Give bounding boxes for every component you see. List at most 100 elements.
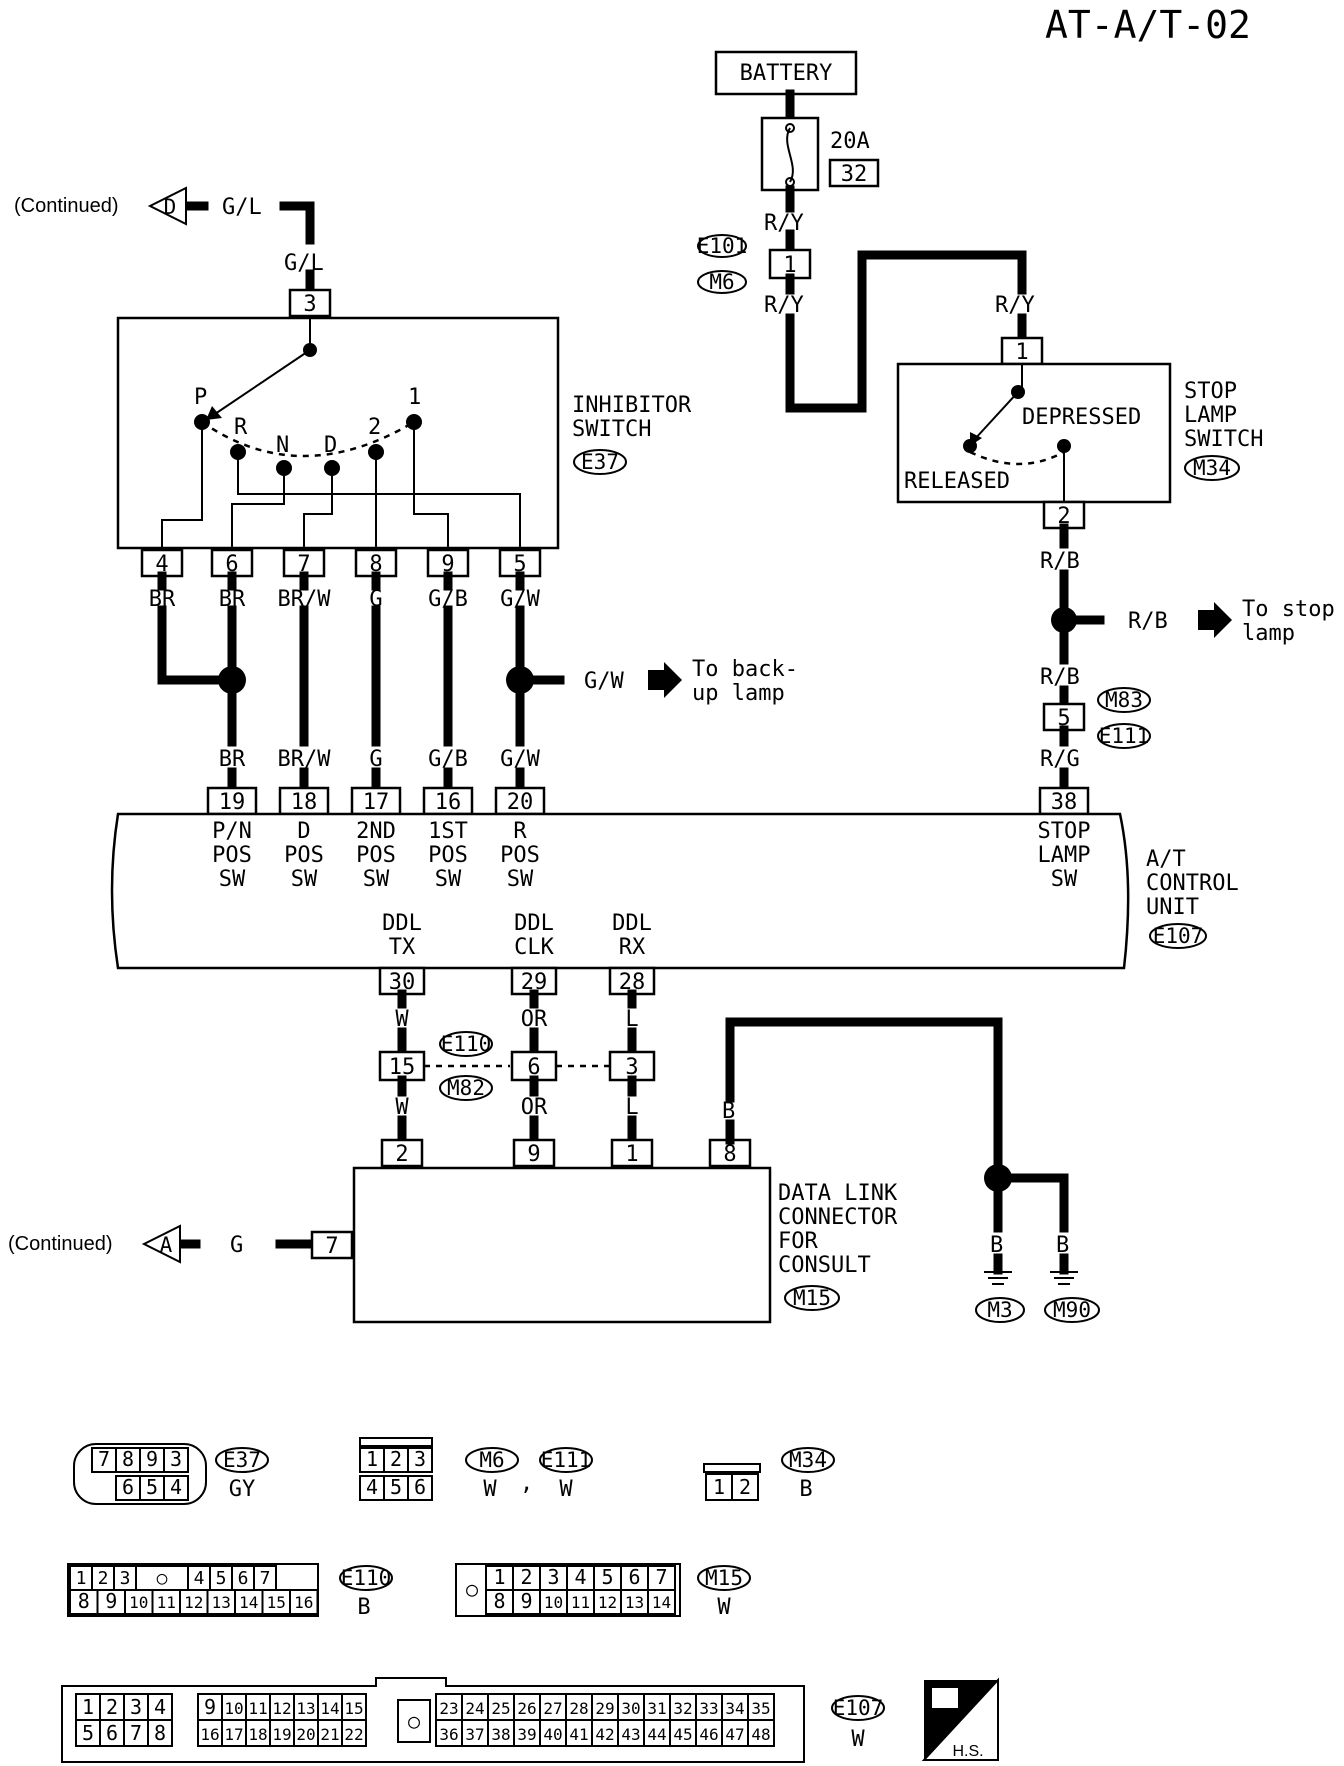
dlc-pin7: 7 (325, 1234, 338, 1259)
m6-badge (697, 270, 747, 294)
m15-badge (784, 1285, 840, 1311)
svg-text:B: B (799, 1477, 812, 1502)
dlc-name3: FOR (778, 1229, 818, 1254)
svg-text:G: G (369, 747, 382, 772)
svg-text:5: 5 (390, 1475, 402, 1499)
tcu-name3: UNIT (1146, 895, 1199, 920)
svg-text:POS: POS (500, 843, 540, 868)
svg-text:D: D (324, 433, 337, 458)
svg-text:P: P (194, 385, 207, 410)
svg-text:17: 17 (363, 790, 390, 815)
svg-text:22: 22 (344, 1725, 363, 1744)
svg-text:B: B (357, 1595, 370, 1620)
m15-id: M15 (793, 1286, 831, 1310)
e110-badge (439, 1031, 493, 1057)
svg-text:16: 16 (435, 790, 462, 815)
fuse-number: 32 (841, 162, 868, 187)
svg-text:11: 11 (157, 1593, 176, 1612)
battery-label: BATTERY (740, 61, 833, 86)
ground-m3-wire: B (990, 1233, 1003, 1258)
svg-text:10: 10 (544, 1593, 563, 1612)
svg-text:19: 19 (219, 790, 246, 815)
svg-text:L: L (625, 1007, 638, 1032)
svg-text:TX: TX (389, 935, 416, 960)
inhibitor-pin-9: 9G/B (426, 548, 470, 612)
svg-text:2ND: 2ND (356, 819, 396, 844)
svg-text:2: 2 (368, 415, 381, 440)
fuse-element (786, 127, 794, 183)
svg-text:4: 4 (366, 1475, 378, 1499)
fuse-number-box (828, 158, 880, 188)
svg-text:14: 14 (652, 1593, 671, 1612)
wire-br-a (157, 605, 225, 685)
svg-text:DDL: DDL (514, 911, 554, 936)
tcu-pin-16: G/B16 (422, 747, 474, 816)
svg-text:M34: M34 (789, 1448, 827, 1472)
m90-id: M90 (1053, 1298, 1091, 1322)
e37-id: E37 (581, 450, 619, 474)
svg-text:5: 5 (146, 1475, 158, 1499)
svg-text:24: 24 (465, 1699, 484, 1718)
m6-id: M6 (709, 270, 734, 294)
svg-text:35: 35 (751, 1699, 770, 1718)
svg-text:7: 7 (98, 1447, 110, 1471)
svg-text:21: 21 (320, 1725, 339, 1744)
wire-gl (279, 201, 315, 245)
svg-text:40: 40 (543, 1725, 562, 1744)
m83-badge (1097, 687, 1151, 713)
svg-text:W: W (851, 1727, 865, 1752)
continued-a-letter: A (160, 1233, 173, 1257)
tcu-name2: CONTROL (1146, 871, 1239, 896)
inhibitor-name2: SWITCH (572, 417, 651, 442)
svg-text:6: 6 (225, 552, 238, 577)
svg-text:15: 15 (267, 1593, 286, 1612)
svg-text:1: 1 (493, 1565, 505, 1589)
svg-text:18: 18 (248, 1725, 267, 1744)
svg-text:N: N (276, 433, 289, 458)
svg-text:6: 6 (527, 1055, 540, 1080)
inhibitor-pin-6: 6BR (210, 548, 254, 612)
wire-ry-route (785, 250, 1027, 413)
stop-switch-pin2-box (1042, 500, 1086, 530)
released-label: RELEASED (904, 469, 1010, 494)
svg-text:○: ○ (408, 1709, 420, 1733)
svg-text:11: 11 (571, 1593, 590, 1612)
e110-face-badge (339, 1565, 393, 1591)
svg-text:27: 27 (543, 1699, 562, 1718)
svg-text:3: 3 (414, 1447, 426, 1471)
stop-lamp-splice (1051, 607, 1077, 633)
dlc-name2: CONNECTOR (778, 1205, 898, 1230)
continued-d-wire: G/L (222, 195, 262, 220)
svg-text:4: 4 (574, 1565, 586, 1589)
svg-text:5: 5 (82, 1721, 94, 1745)
svg-text:E111: E111 (541, 1448, 592, 1472)
svg-text:E107: E107 (833, 1696, 884, 1720)
svg-text:2: 2 (390, 1447, 402, 1471)
e111-face-badge (539, 1447, 593, 1473)
svg-text:,: , (520, 1471, 533, 1496)
svg-text:2: 2 (520, 1565, 532, 1589)
stop-switch-pin2: 2 (1057, 504, 1070, 529)
backup-text2: up lamp (692, 681, 785, 706)
tcu-name1: A/T (1146, 847, 1186, 872)
wire-rb-stop: R/B (1128, 609, 1168, 634)
m6-face-badge (465, 1447, 519, 1473)
